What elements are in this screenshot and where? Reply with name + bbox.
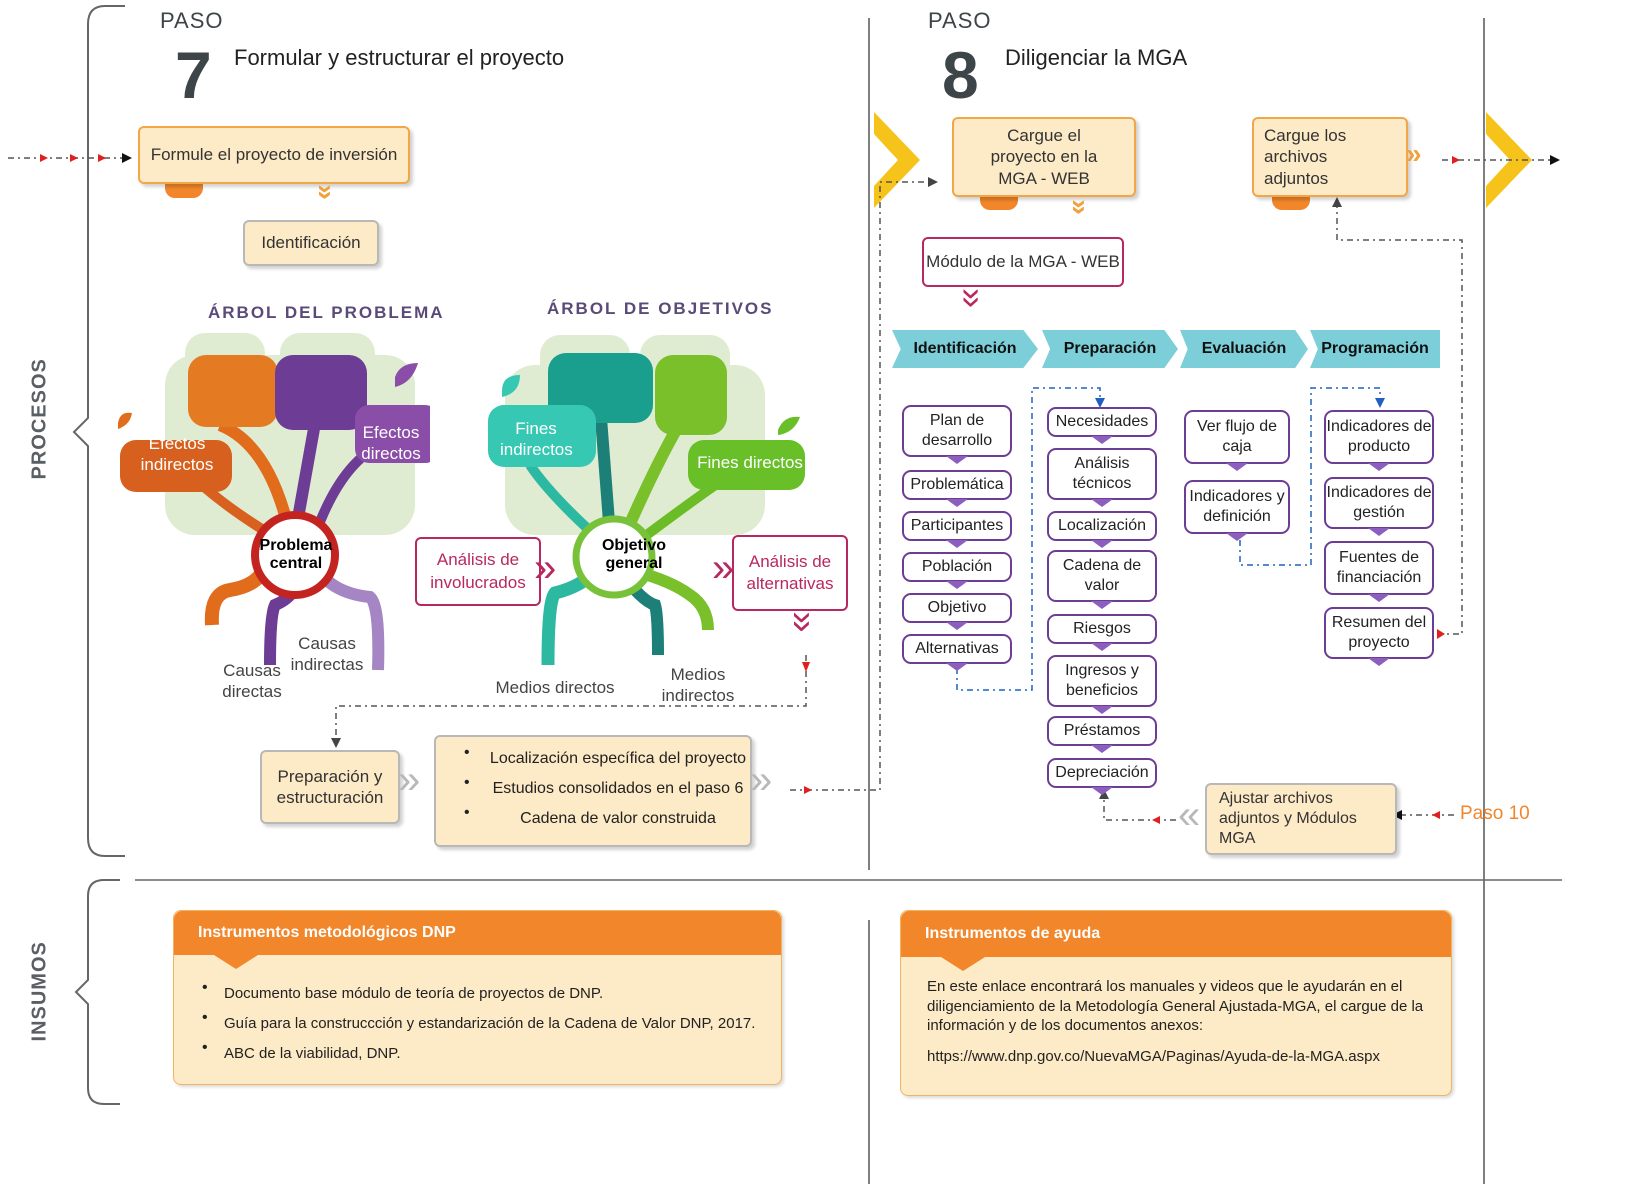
list-item: Guía para la construccción y estandariza… <box>174 1009 781 1032</box>
step8-paso-label: PASO <box>928 8 992 33</box>
list-item: Ver flujo de caja <box>1184 410 1290 471</box>
insumos-label: INSUMOS <box>28 941 51 1042</box>
list-item: Plan de desarrollo <box>902 405 1012 464</box>
paso10-label: Paso 10 <box>1460 803 1530 824</box>
instrumentos-ayuda-title: Instrumentos de ayuda <box>901 911 1451 971</box>
phase-programacion: Programación <box>1310 330 1440 368</box>
list-item: Necesidades <box>1047 407 1157 444</box>
chevron-down-icon: » <box>1064 199 1096 215</box>
step8-title: Diligenciar la MGA <box>1005 45 1188 70</box>
procesos-label: PROCESOS <box>28 358 51 480</box>
arbol-problema-title: ÁRBOL DEL PROBLEMA <box>208 303 445 322</box>
list-item: Objetivo <box>902 593 1012 630</box>
medios-indirectos-label: Medios indirectos <box>661 665 735 706</box>
modulo-box: Módulo de la MGA - WEB <box>922 237 1124 287</box>
list-item: Fuentes de financiación <box>1324 541 1434 602</box>
analisis-involucrados-box: Análisis de involucrados <box>415 537 541 606</box>
causas-indirectas-label: Causas indirectas <box>290 634 364 675</box>
list-item: Localización <box>1047 511 1157 548</box>
step7-number: 7 <box>175 38 212 112</box>
objective-tree-illustration <box>488 335 805 666</box>
chevron-down-icon: » <box>953 287 995 309</box>
preparacion-bullets-box: Localización específica del proyecto Est… <box>434 735 752 847</box>
list-item: Indicadores de gestión <box>1324 477 1434 536</box>
list-item: Localización específica del proyecto <box>436 743 750 769</box>
list-item: Alternativas <box>902 634 1012 671</box>
insumos-metodologicos-title: Instrumentos metodológicos DNP <box>174 911 781 969</box>
instrumentos-ayuda-text: En este enlace encontrará los manuales y… <box>927 978 1424 1034</box>
list-item: ABC de la viabilidad, DNP. <box>174 1039 781 1062</box>
cargue-archivos-box: Cargue los archivos adjuntos <box>1252 117 1408 197</box>
list-item: Análisis técnicos <box>1047 448 1157 507</box>
chevron-right-icon: » <box>1406 138 1422 169</box>
list-item: Riesgos <box>1047 614 1157 651</box>
step8-number: 8 <box>942 38 979 112</box>
ajustar-box: Ajustar archivos adjuntos y Módulos MGA <box>1205 783 1397 855</box>
phase-evaluacion: Evaluación <box>1180 330 1308 368</box>
chevron-right-icon: » <box>712 546 735 590</box>
list-item: Préstamos <box>1047 716 1157 753</box>
list-item: Estudios consolidados en el paso 6 <box>436 773 750 799</box>
medios-directos-label: Medios directos <box>495 678 615 697</box>
fines-indirectos-label: Fines indirectos <box>500 419 573 460</box>
analisis-alternativas-box: Análisis de alternativas <box>732 535 848 611</box>
formule-box: Formule el proyecto de inversión <box>138 126 410 184</box>
objetivo-general-label: Objetivo general <box>601 537 666 572</box>
chevron-down-icon: » <box>310 184 342 200</box>
chevron-right-icon: » <box>534 546 557 590</box>
cargue-proyecto-box: Cargue el proyecto en la MGA - WEB <box>952 117 1136 197</box>
list-item: Resumen del proyecto <box>1324 607 1434 666</box>
insumos-metodologicos-list: Documento base módulo de teoría de proye… <box>174 979 781 1062</box>
problem-tree-illustration <box>118 333 430 671</box>
list-item: Documento base módulo de teoría de proye… <box>174 979 781 1002</box>
insumos-metodologicos-card: Instrumentos metodológicos DNP Documento… <box>173 910 782 1085</box>
list-item: Población <box>902 552 1012 589</box>
list-item: Indicadores de producto <box>1324 410 1434 471</box>
instrumentos-ayuda-card: Instrumentos de ayuda En este enlace enc… <box>900 910 1452 1096</box>
list-item: Cadena de valor construida <box>436 803 750 829</box>
list-item: Participantes <box>902 511 1012 548</box>
problema-central-label: Problema central <box>259 537 333 572</box>
step7-title: Formular y estructurar el proyecto <box>234 45 565 70</box>
list-item: Cadena de valor <box>1047 550 1157 609</box>
chevron-right-icon: » <box>750 758 773 802</box>
step7-paso-label: PASO <box>160 8 224 33</box>
phase-identificacion: Identificación <box>892 330 1038 368</box>
arbol-objetivos-title: ÁRBOL DE OBJETIVOS <box>547 299 774 318</box>
fines-directos-label: Fines directos <box>697 453 803 472</box>
list-item: Ingresos y beneficios <box>1047 655 1157 714</box>
instrumentos-ayuda-link[interactable]: https://www.dnp.gov.co/NuevaMGA/Paginas/… <box>927 1047 1380 1065</box>
chevron-down-icon: » <box>782 611 825 633</box>
preparacion-box: Preparación y estructuración <box>260 750 400 824</box>
phase-preparacion: Preparación <box>1042 330 1178 368</box>
efectos-directos-label: Efectos directos <box>361 423 421 464</box>
list-item: Indicadores y definición <box>1184 480 1290 541</box>
causas-directas-label: Causas directas <box>222 661 282 702</box>
chevron-left-icon: « <box>1178 793 1201 837</box>
chevron-right-icon: » <box>398 758 421 802</box>
identificacion-box: Identificación <box>243 220 379 266</box>
efectos-indirectos-label: Efectos indirectos <box>140 434 214 475</box>
list-item: Depreciación <box>1047 758 1157 795</box>
preparacion-bullets-list: Localización específica del proyecto Est… <box>436 743 750 829</box>
list-item: Problemática <box>902 470 1012 507</box>
